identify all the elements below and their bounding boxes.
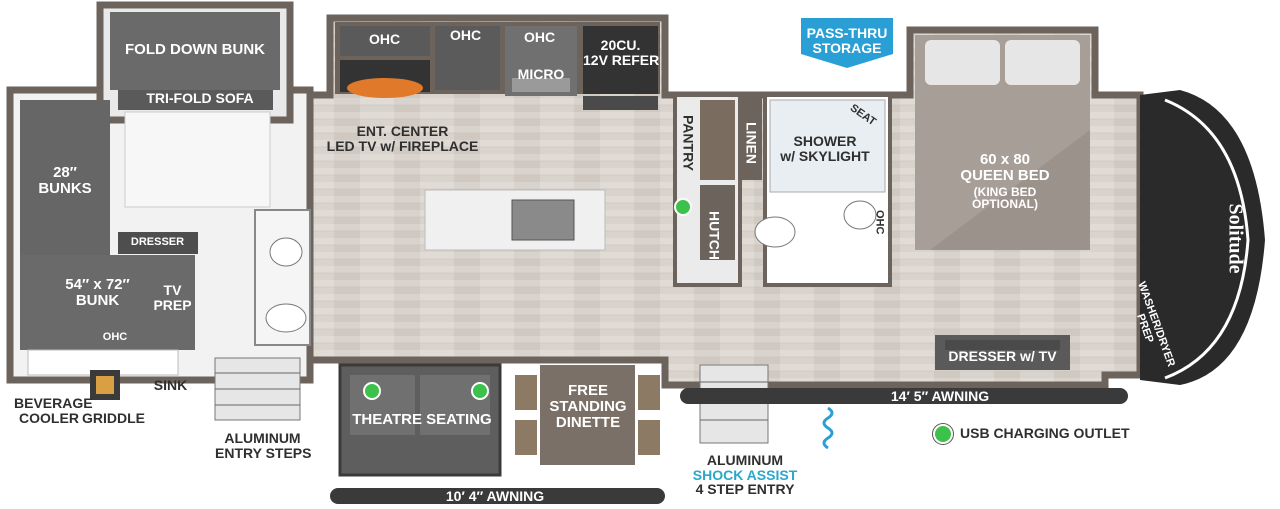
dinette-label: FREE STANDING DINETTE xyxy=(543,383,633,430)
bunks-28-line2: BUNKS xyxy=(38,179,92,197)
awning-14-label: 14′ 5″ AWNING xyxy=(890,388,990,404)
shower-line1: SHOWER xyxy=(793,133,857,149)
sink-label: SINK xyxy=(153,377,188,393)
theatre-seating-label: THEATRE SEATING xyxy=(352,411,492,428)
ent-center-line2: LED TV w/ FIREPLACE xyxy=(326,137,479,154)
beverage-cooler-label: BEVERAGE COOLER xyxy=(14,395,93,426)
bunks-28-label: 28″ BUNKS xyxy=(25,165,105,197)
ohc-bunk-label: OHC xyxy=(102,331,128,343)
ohc-label-2: OHC xyxy=(449,27,482,43)
awning-10-bar xyxy=(330,488,665,504)
linen-label: LINEN xyxy=(743,121,760,164)
usb-legend-label: USB CHARGING OUTLET xyxy=(960,425,1130,441)
kitchen-cabinets xyxy=(335,22,660,110)
dresser-left-label: DRESSER xyxy=(130,236,185,248)
micro-label: MICRO xyxy=(517,66,565,82)
bedroom xyxy=(915,35,1090,370)
dinette-block xyxy=(515,365,660,465)
theatre-seating-block xyxy=(338,363,502,477)
bunk-54-line1: 54″ x 72″ xyxy=(65,276,130,293)
bunks-28-line1: 28″ xyxy=(53,164,77,181)
ohc-bath-label: OHC xyxy=(873,210,886,235)
bed-line2: QUEEN BED xyxy=(960,166,1050,184)
bunk-room xyxy=(6,1,314,400)
bunk-54-label: 54″ x 72″ BUNK xyxy=(40,277,155,309)
half-bath xyxy=(214,209,311,421)
bed-line1: 60 x 80 xyxy=(979,151,1031,168)
tv-prep-line2: PREP xyxy=(153,296,192,313)
dinette-line3: DINETTE xyxy=(555,413,621,431)
ent-center-label: ENT. CENTER LED TV w/ FIREPLACE xyxy=(325,124,480,153)
brand-logo: Solitude xyxy=(1224,203,1247,274)
aluminum-entry-steps-line2: ENTRY STEPS xyxy=(215,444,312,461)
usb-legend-icon xyxy=(933,424,953,444)
shower-label: SHOWER w/ SKYLIGHT xyxy=(775,134,875,163)
refer-label: 20CU. 12V REFER xyxy=(583,37,660,68)
bed-line4: OPTIONAL) xyxy=(972,197,1038,212)
tri-fold-sofa-label: TRI-FOLD SOFA xyxy=(146,90,254,106)
entry-line1: ALUMINUM xyxy=(706,452,784,468)
main-bath xyxy=(754,93,892,287)
aluminum-entry-steps-line1: ALUMINUM xyxy=(224,430,301,446)
bed-line3: (KING BED xyxy=(973,184,1037,199)
griddle-label: GRIDDLE xyxy=(82,410,145,426)
beverage-cooler-line1: BEVERAGE xyxy=(14,395,93,411)
power-cord xyxy=(822,406,834,450)
entry-line3: 4 STEP ENTRY xyxy=(695,481,795,498)
bunk-54-line2: BUNK xyxy=(75,291,120,309)
shower-line2: w/ SKYLIGHT xyxy=(780,147,870,164)
ohc-label-3: OHC xyxy=(523,29,556,45)
dinette-line1: FREE xyxy=(567,382,608,399)
kitchen-island xyxy=(424,189,606,251)
refer-line1: 20CU. xyxy=(600,37,641,53)
awning-10-label: 10′ 4″ AWNING xyxy=(445,488,545,504)
refer-line2: 12V REFER xyxy=(583,51,660,68)
tv-prep-label: TV PREP xyxy=(150,283,195,312)
hutch-label: HUTCH xyxy=(706,211,723,260)
dinette-line2: STANDING xyxy=(549,397,627,415)
front-cap xyxy=(1140,90,1265,385)
fold-down-bunk-label: FOLD DOWN BUNK xyxy=(125,41,265,58)
pantry-hutch xyxy=(673,93,762,287)
usb-outlets xyxy=(363,198,692,400)
tv-prep-line1: TV xyxy=(163,282,182,298)
entry-line2: SHOCK ASSIST xyxy=(692,466,798,483)
ohc-label-1: OHC xyxy=(368,31,401,47)
aluminum-entry-steps-label: ALUMINUM ENTRY STEPS xyxy=(215,430,312,461)
beverage-cooler-line2: COOLER xyxy=(19,409,79,426)
entry-label: ALUMINUM SHOCK ASSIST 4 STEP ENTRY xyxy=(690,453,800,497)
pass-thru-line2: STORAGE xyxy=(812,40,882,57)
dresser-tv-label: DRESSER w/ TV xyxy=(948,348,1057,364)
ent-center-line1: ENT. CENTER xyxy=(356,123,449,139)
pantry-label: PANTRY xyxy=(680,115,697,171)
pass-thru-line1: PASS-THRU xyxy=(806,25,888,41)
awning-14-bar xyxy=(680,388,1128,404)
bed-label: 60 x 80 QUEEN BED (KING BED OPTIONAL) xyxy=(950,152,1060,211)
